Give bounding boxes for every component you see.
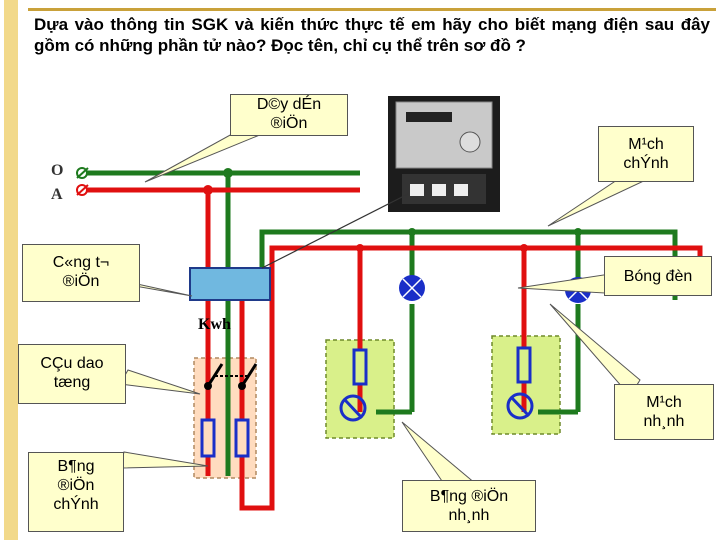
- terminal-icon-o: [76, 167, 89, 179]
- lamp-icon-1: [399, 275, 425, 301]
- question-text: Dựa vào thông tin SGK và kiến thức thực …: [34, 15, 710, 55]
- junction-dots: [203, 168, 582, 252]
- callout-bang-dien-chinh: B¶ng ®iÖn chÝnh: [28, 452, 124, 532]
- neutral-label: O: [51, 162, 64, 179]
- phase-label: A: [51, 186, 63, 203]
- callout-bang-dien-nhanh: B¶ng ®iÖn nh¸nh: [402, 480, 536, 532]
- meter-pointer: [261, 193, 409, 269]
- switch-icon-branch-2: [506, 392, 534, 420]
- kwh-meter-box: [189, 267, 271, 301]
- callout-cong-to: C«ng t¬ ®iÖn: [22, 244, 140, 302]
- top-rule: [28, 8, 716, 11]
- terminal-icon-a: [76, 184, 89, 196]
- fuse-icon-branch-1: [352, 348, 368, 386]
- callout-cau-dao: CÇu dao tæng: [18, 344, 126, 404]
- callout-mach-chinh: M¹ch chÝnh: [598, 126, 694, 182]
- callout-day-dan: D©y dÉn ®iÖn: [230, 94, 348, 136]
- callout-mach-nhanh: M¹ch nh¸nh: [614, 384, 714, 440]
- kwh-label: Kwh: [198, 316, 231, 333]
- fuse-icon-branch-2: [516, 346, 532, 384]
- meter-photo: [388, 96, 500, 212]
- switch-icon-branch-1: [339, 394, 367, 422]
- switch-icon: [204, 363, 258, 390]
- fuse-icon-main: [200, 418, 250, 458]
- callout-bong-den: Bóng đèn: [604, 256, 712, 296]
- left-decor-bar: [4, 0, 18, 540]
